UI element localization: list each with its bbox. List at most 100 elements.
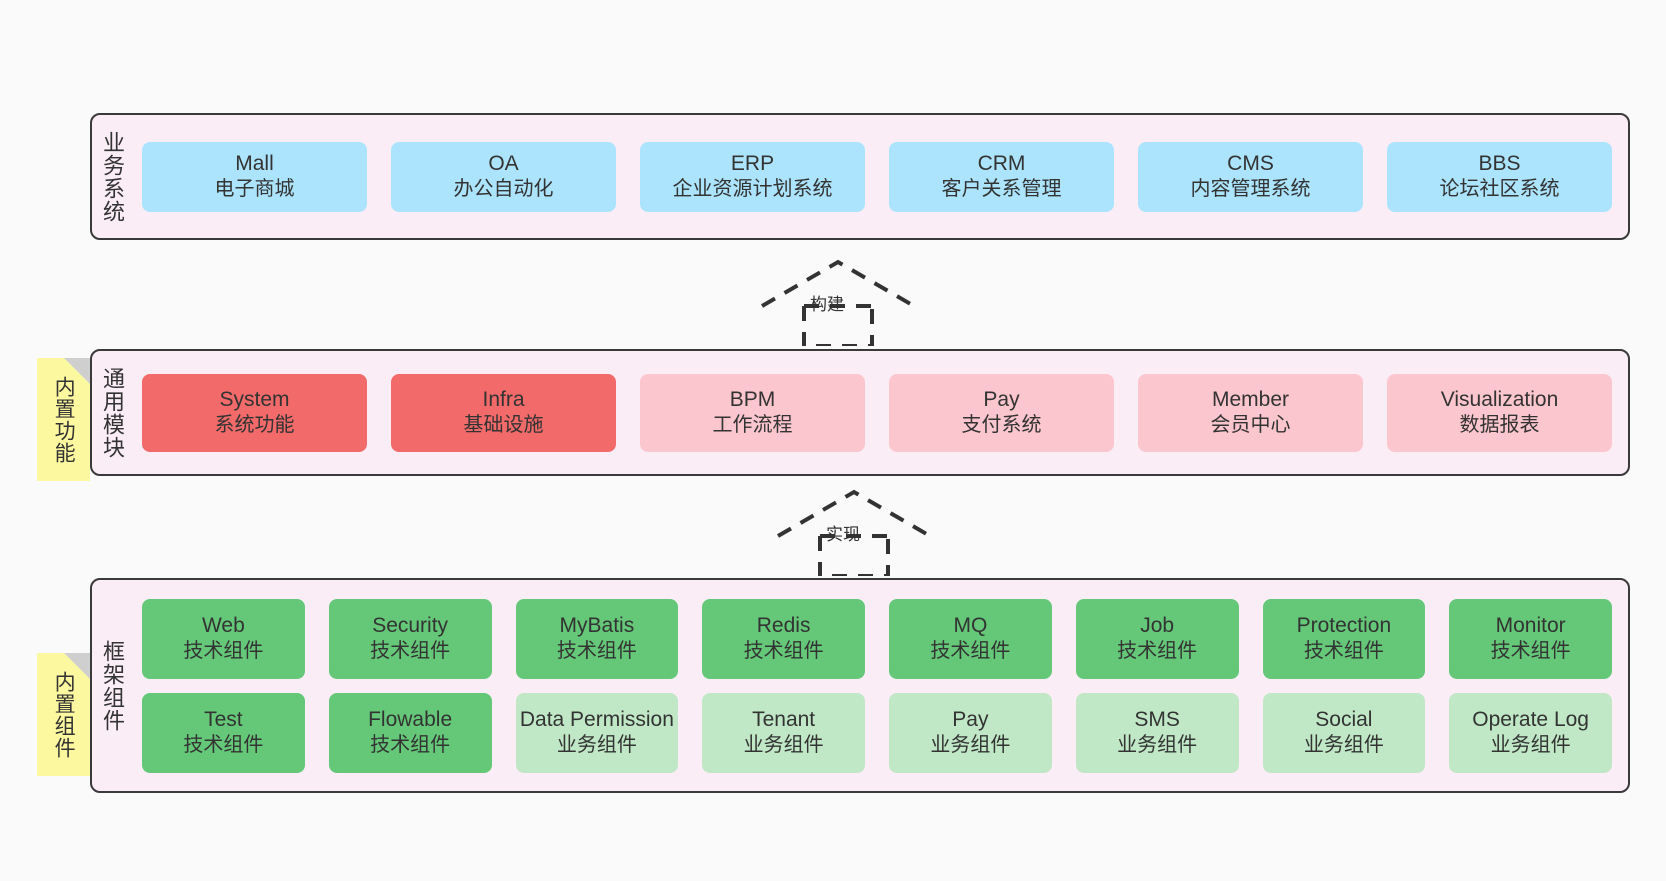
card-redis[interactable]: Redis 技术组件 [702,598,865,679]
card-subtitle: 技术组件 [370,734,451,757]
card-mall[interactable]: Mall 电子商城 [142,141,367,212]
note-fold-icon [64,653,90,679]
card-subtitle: 技术组件 [183,734,264,757]
card-title: Flowable [368,707,453,731]
layer-framework-components: 框架组件 Web 技术组件 Security 技术组件 MyBatis 技术组件… [90,578,1630,793]
card-subtitle: 企业资源计划系统 [672,178,833,201]
card-subtitle: 技术组件 [743,640,824,663]
card-member[interactable]: Member 会员中心 [1138,373,1363,452]
layer-common-modules: 通用模块 System 系统功能 Infra 基础设施 BPM 工作流程 Pay… [90,349,1630,476]
card-title: CRM [977,151,1026,175]
note-builtin-function: 内置功能 [37,358,90,481]
note-fold-icon [64,358,90,384]
card-title: SMS [1134,707,1180,731]
card-title: Member [1211,387,1290,411]
card-subtitle: 数据报表 [1459,414,1540,437]
card-subtitle: 工作流程 [712,414,793,437]
card-title: BPM [729,387,776,411]
card-subtitle: 业务组件 [1490,734,1571,757]
card-subtitle: 电子商城 [214,178,295,201]
card-mq[interactable]: MQ 技术组件 [889,598,1052,679]
layer-title-common: 通用模块 [99,366,125,459]
card-title: Infra [482,387,525,411]
card-subtitle: 会员中心 [1210,414,1291,437]
card-data-permission[interactable]: Data Permission 业务组件 [515,692,679,773]
card-flowable[interactable]: Flowable 技术组件 [328,692,492,773]
card-title: Job [1140,613,1175,637]
layer-body-framework: Web 技术组件 Security 技术组件 MyBatis 技术组件 Redi… [132,580,1628,791]
card-test[interactable]: Test 技术组件 [142,692,305,773]
card-subtitle: 技术组件 [183,640,264,663]
card-title: Tenant [752,707,816,731]
card-sms[interactable]: SMS 业务组件 [1075,692,1239,773]
card-subtitle: 技术组件 [1490,640,1571,663]
card-title: OA [488,151,519,175]
card-pay-module[interactable]: Pay 支付系统 [889,373,1114,452]
card-title: Operate Log [1472,707,1589,731]
card-title: System [219,387,290,411]
card-title: Visualization [1440,387,1559,411]
card-subtitle: 论坛社区系统 [1439,178,1560,201]
layer-body-common: System 系统功能 Infra 基础设施 BPM 工作流程 Pay 支付系统… [132,351,1628,474]
card-infra[interactable]: Infra 基础设施 [391,373,616,452]
card-erp[interactable]: ERP 企业资源计划系统 [640,141,865,212]
card-job[interactable]: Job 技术组件 [1075,598,1239,679]
card-visualization[interactable]: Visualization 数据报表 [1387,373,1612,452]
card-title: MyBatis [559,613,635,637]
card-system[interactable]: System 系统功能 [142,373,367,452]
arrow-build: 构建 [752,256,924,348]
card-subtitle: 业务组件 [1303,734,1384,757]
card-bpm[interactable]: BPM 工作流程 [640,373,865,452]
card-cms[interactable]: CMS 内容管理系统 [1138,141,1363,212]
card-subtitle: 技术组件 [1303,640,1384,663]
card-web[interactable]: Web 技术组件 [142,598,305,679]
card-title: Pay [952,707,989,731]
card-subtitle: 系统功能 [214,414,295,437]
card-subtitle: 业务组件 [1117,734,1198,757]
card-title: Security [372,613,449,637]
card-title: CMS [1227,151,1274,175]
layer-title-business: 业务系统 [99,130,125,223]
arrow-implement: 实现 [768,486,940,578]
card-subtitle: 办公自动化 [453,178,554,201]
card-protection[interactable]: Protection 技术组件 [1262,598,1426,679]
card-subtitle: 技术组件 [370,640,451,663]
business-card-row: Mall 电子商城 OA 办公自动化 ERP 企业资源计划系统 CRM 客户关系… [142,141,1612,212]
framework-business-row: Test 技术组件 Flowable 技术组件 Data Permission … [142,692,1612,773]
card-title: Monitor [1495,613,1566,637]
card-title: Test [204,707,243,731]
card-title: BBS [1478,151,1521,175]
card-operate-log[interactable]: Operate Log 业务组件 [1449,692,1612,773]
note-label: 内置组件 [52,670,76,759]
card-subtitle: 基础设施 [463,414,544,437]
card-subtitle: 技术组件 [556,640,637,663]
card-crm[interactable]: CRM 客户关系管理 [889,141,1114,212]
arrow-build-glyph [760,259,916,348]
card-oa[interactable]: OA 办公自动化 [391,141,616,212]
framework-tech-row: Web 技术组件 Security 技术组件 MyBatis 技术组件 Redi… [142,598,1612,679]
card-subtitle: 业务组件 [930,734,1011,757]
card-tenant[interactable]: Tenant 业务组件 [702,692,865,773]
card-title: Web [201,613,245,637]
card-title: MQ [953,613,988,637]
layer-body-business: Mall 电子商城 OA 办公自动化 ERP 企业资源计划系统 CRM 客户关系… [132,115,1628,238]
note-builtin-component: 内置组件 [37,653,90,776]
card-subtitle: 客户关系管理 [941,178,1062,201]
layer-title-framework: 框架组件 [99,639,125,732]
card-mybatis[interactable]: MyBatis 技术组件 [515,598,679,679]
card-subtitle: 业务组件 [556,734,637,757]
card-title: Social [1315,707,1373,731]
card-security[interactable]: Security 技术组件 [328,598,492,679]
card-monitor[interactable]: Monitor 技术组件 [1449,598,1612,679]
arrow-implement-label: 实现 [826,525,860,544]
common-card-row: System 系统功能 Infra 基础设施 BPM 工作流程 Pay 支付系统… [142,373,1612,452]
layer-business-systems: 业务系统 Mall 电子商城 OA 办公自动化 ERP 企业资源计划系统 CRM… [90,113,1630,240]
card-social[interactable]: Social 业务组件 [1262,692,1426,773]
card-pay-component[interactable]: Pay 业务组件 [889,692,1052,773]
card-bbs[interactable]: BBS 论坛社区系统 [1387,141,1612,212]
card-subtitle: 内容管理系统 [1190,178,1311,201]
arrow-implement-glyph [776,489,932,578]
card-title: Mall [235,151,274,175]
card-subtitle: 支付系统 [961,414,1042,437]
